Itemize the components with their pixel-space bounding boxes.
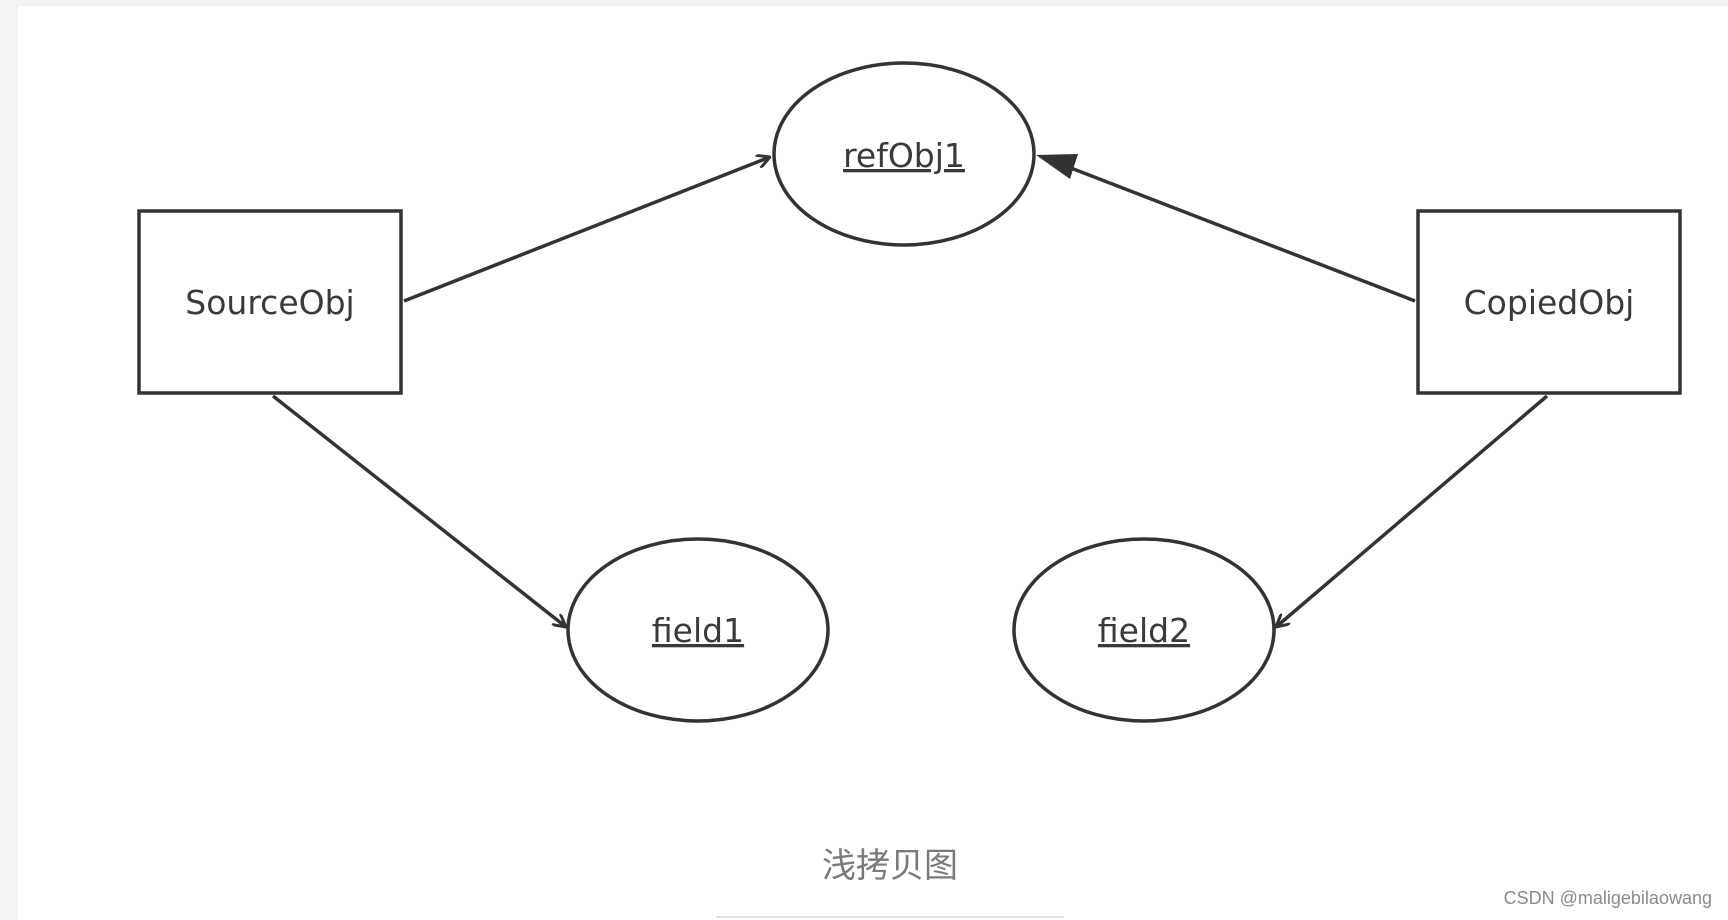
ref-label: refObj1 [843,136,965,175]
csdn-watermark: CSDN @maligebilaowang [1503,888,1712,908]
node-copied: CopiedObj [1416,209,1682,395]
bottom-divider [716,916,1064,918]
node-ref: refObj1 [772,61,1036,247]
edge-copied-to-field2 [1276,394,1549,627]
edge-copied-to-ref-arrowhead [1036,154,1078,179]
field1-ellipse [566,537,830,723]
node-source: SourceObj [137,209,403,395]
source-box [137,209,403,395]
source-label: SourceObj [185,283,354,322]
field2-label: field2 [1098,611,1190,650]
copied-label: CopiedObj [1464,283,1635,322]
edge-copied-to-ref [1057,161,1416,303]
node-field2: field2 [1012,537,1276,723]
diagram-caption: 浅拷贝图 [822,846,958,886]
ref-ellipse [772,61,1036,247]
copied-box [1416,209,1682,395]
field1-label: field1 [652,611,744,650]
node-field1: field1 [566,537,830,723]
edge-source-to-field1 [271,394,566,627]
field2-ellipse [1012,537,1276,723]
edge-source-to-ref [403,157,770,303]
